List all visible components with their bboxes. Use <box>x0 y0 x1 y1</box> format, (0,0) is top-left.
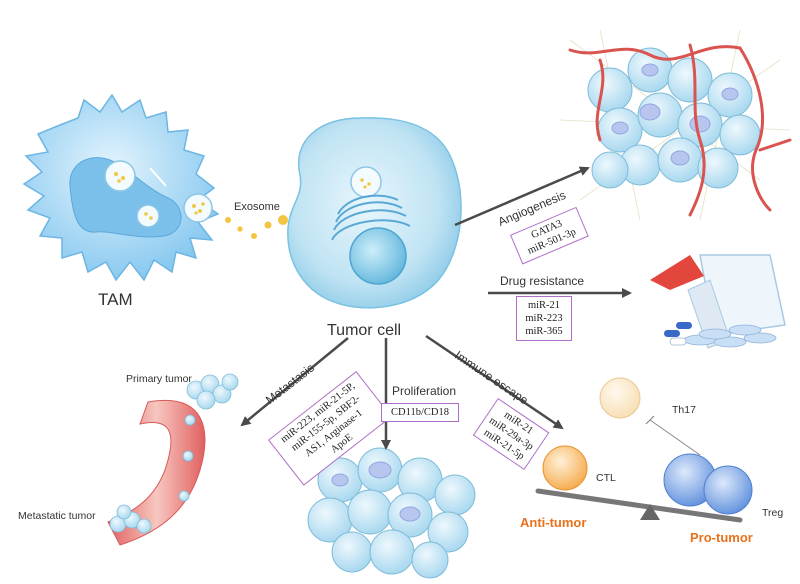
tam-label: TAM <box>98 290 133 309</box>
pro-tumor-label: Pro-tumor <box>690 530 753 545</box>
th17-label: Th17 <box>672 404 696 416</box>
exosome-label: Exosome <box>234 201 280 213</box>
drug-resistance-mirna-3: miR-365 <box>525 326 563 337</box>
ctl-label: CTL <box>596 472 616 484</box>
metastatic-tumor-label: Metastatic tumor <box>18 510 96 522</box>
proliferation-cluster <box>307 447 476 579</box>
tumor-cell <box>287 117 462 309</box>
anti-tumor-label: Anti-tumor <box>520 515 587 530</box>
proliferation-box: CD11b/CD18 <box>381 403 459 422</box>
pill-bottle <box>650 254 786 349</box>
tam-cell <box>22 93 220 282</box>
immune-cells <box>535 377 753 523</box>
vessel <box>107 373 239 546</box>
drug-resistance-mirna-1: miR-21 <box>527 300 561 311</box>
proliferation-label: Proliferation <box>392 384 457 398</box>
angiogenesis-cluster <box>559 29 792 221</box>
tumor-cell-label: Tumor cell <box>327 322 402 339</box>
drug-resistance-box: miR-21 miR-223 miR-365 <box>516 296 572 341</box>
drug-resistance-mirna-2: miR-223 <box>525 313 563 324</box>
primary-tumor-label: Primary tumor <box>126 373 192 385</box>
drug-resistance-label: Drug resistance <box>500 274 585 288</box>
treg-label: Treg <box>762 507 784 519</box>
arrows <box>240 166 632 450</box>
proliferation-mirna-1: CD11b/CD18 <box>391 407 449 418</box>
